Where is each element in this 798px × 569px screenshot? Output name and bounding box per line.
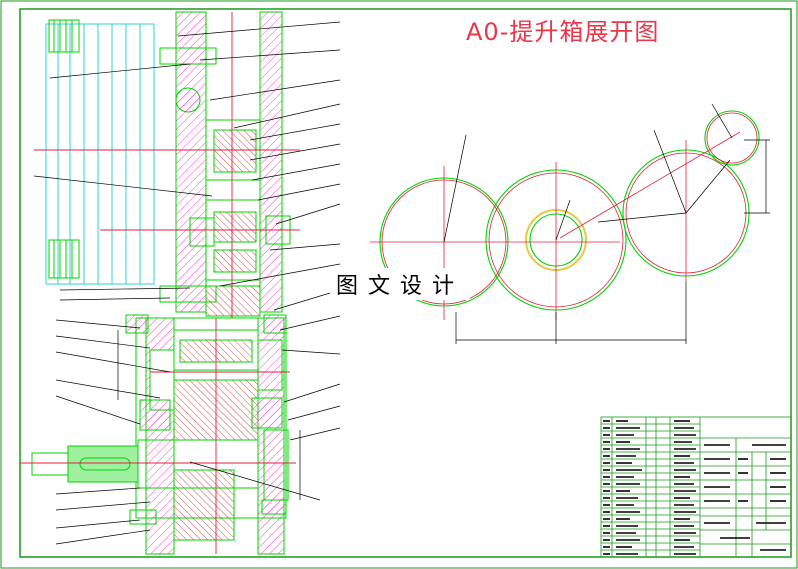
watermark-text: 图文设计 bbox=[330, 268, 471, 300]
leader-lines bbox=[33, 21, 341, 545]
hoist-drum bbox=[45, 23, 155, 285]
drum-flanges bbox=[48, 19, 80, 279]
layout-dimensions bbox=[443, 103, 770, 344]
table-text-marks bbox=[603, 420, 786, 555]
drawing-title: A0-提升箱展开图 bbox=[466, 18, 660, 46]
gearbox-section-view bbox=[20, 11, 341, 555]
center-lines bbox=[20, 12, 300, 554]
output-shaft bbox=[31, 439, 259, 489]
gear-layout-view bbox=[370, 103, 770, 344]
housing-wall-left bbox=[175, 11, 207, 313]
housing-wall-right bbox=[259, 11, 283, 313]
lower-wall-right bbox=[257, 317, 285, 555]
inner-frame bbox=[19, 8, 792, 558]
layout-center-lines bbox=[370, 131, 741, 320]
parts-list-table bbox=[600, 416, 792, 558]
